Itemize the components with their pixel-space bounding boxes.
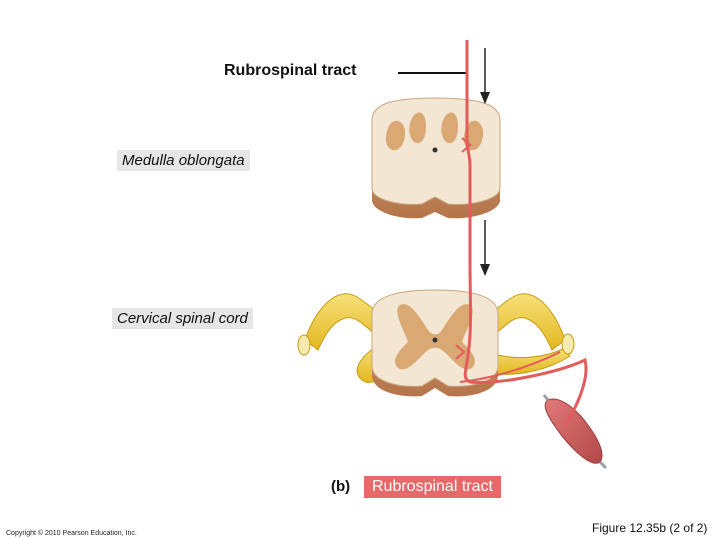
descending-arrow-top — [480, 48, 490, 104]
medulla-gray-center-right — [441, 112, 458, 144]
tract-title-label: Rubrospinal tract — [224, 62, 357, 79]
left-nerve-cut-end — [297, 334, 311, 356]
cervical-label: Cervical spinal cord — [112, 308, 253, 329]
left-spinal-nerve — [304, 293, 381, 351]
medulla-central-canal — [432, 147, 438, 153]
descending-arrow-middle — [480, 220, 490, 276]
medulla-gray-center-left — [409, 112, 426, 144]
cervical-gray-matter — [395, 304, 475, 370]
caption-box: Rubrospinal tract — [364, 476, 501, 498]
medulla-label: Medulla oblongata — [117, 150, 250, 171]
cervical-section — [297, 289, 575, 397]
cervical-central-canal — [432, 337, 438, 343]
tract-synapse-medulla — [461, 137, 472, 153]
figure-number: Figure 12.35b (2 of 2) — [592, 521, 708, 535]
tract-motor-neuron — [459, 351, 561, 383]
skeletal-muscle — [542, 394, 608, 470]
right-nerve-cut-end — [561, 333, 575, 355]
rubrospinal-pathway — [463, 40, 588, 426]
medulla-section — [371, 97, 501, 219]
panel-letter: (b) — [331, 478, 351, 495]
muscle-tendon-top — [542, 394, 550, 401]
right-spinal-nerve — [489, 293, 566, 351]
copyright-text: Copyright © 2010 Pearson Education, Inc. — [6, 530, 137, 537]
muscle-tendon-bottom — [598, 460, 608, 470]
medulla-gray-left — [385, 120, 406, 151]
tract-synapse-cord — [455, 344, 466, 360]
